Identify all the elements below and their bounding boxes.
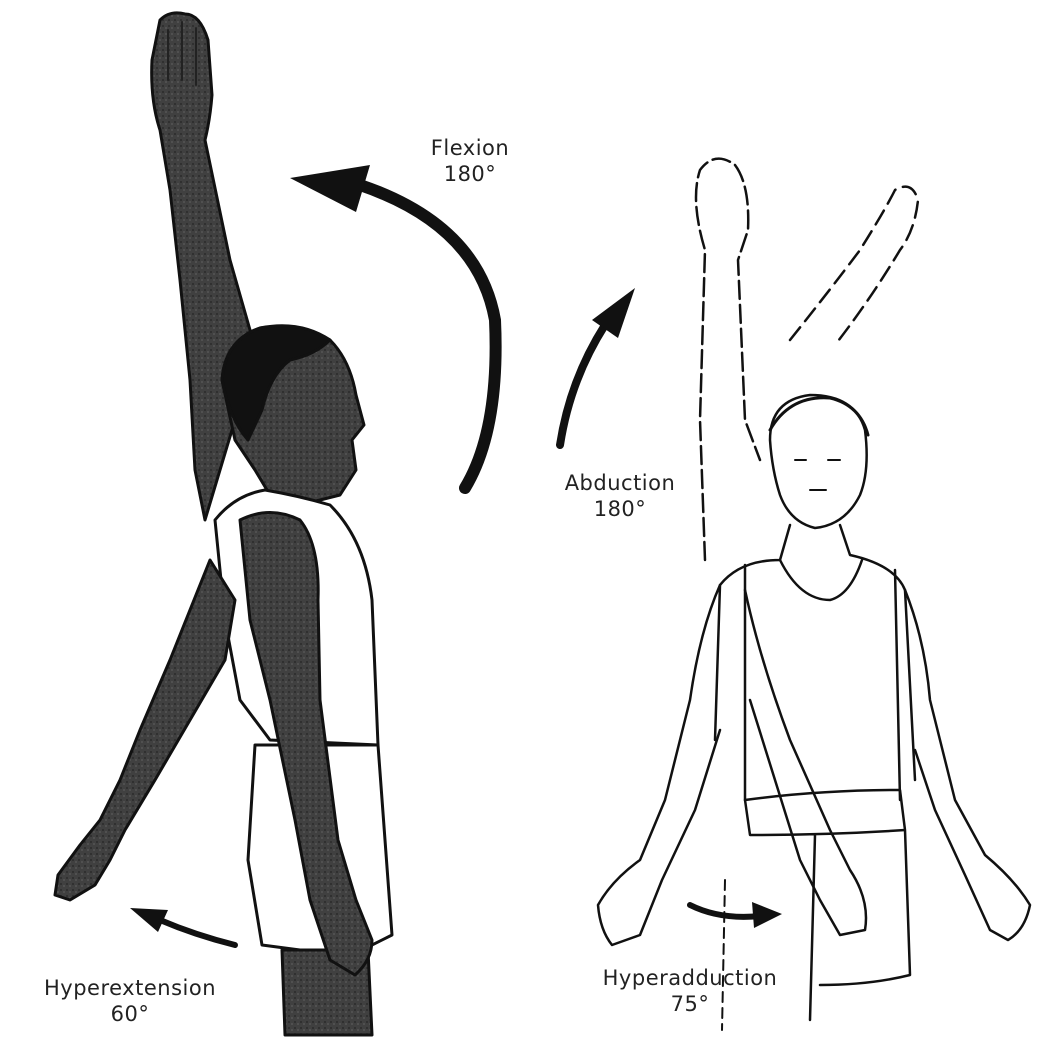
left-arm-outline: [598, 585, 720, 945]
hyperadduction-name: Hyperadduction: [580, 965, 800, 991]
right-arm-outline: [905, 590, 1030, 940]
hyperadduction-angle: 75°: [580, 991, 800, 1017]
hyperadduction-label: Hyperadduction 75°: [580, 965, 800, 1018]
left-figure-flexion-hyperextension: [55, 13, 392, 1035]
hyperextension-arrow: [130, 908, 235, 945]
hyperextension-arm: [55, 560, 235, 900]
flexion-label: Flexion 180°: [395, 135, 545, 188]
head-outline: [770, 395, 867, 528]
abduction-angle: 180°: [545, 496, 695, 522]
abduction-name: Abduction: [545, 470, 695, 496]
raised-arm-abduction: [696, 159, 760, 560]
right-figure-abduction-hyperadduction: [598, 159, 1030, 1030]
hyperextension-label: Hyperextension 60°: [10, 975, 250, 1028]
hyperextension-angle: 60°: [10, 1001, 250, 1027]
flexion-name: Flexion: [395, 135, 545, 161]
hyperadduction-arm-outline: [745, 590, 866, 935]
abduction-label: Abduction 180°: [545, 470, 695, 523]
hyperadduction-arrow: [690, 902, 782, 928]
hyperextension-name: Hyperextension: [10, 975, 250, 1001]
flexion-angle: 180°: [395, 161, 545, 187]
abduction-arrow: [560, 288, 635, 445]
